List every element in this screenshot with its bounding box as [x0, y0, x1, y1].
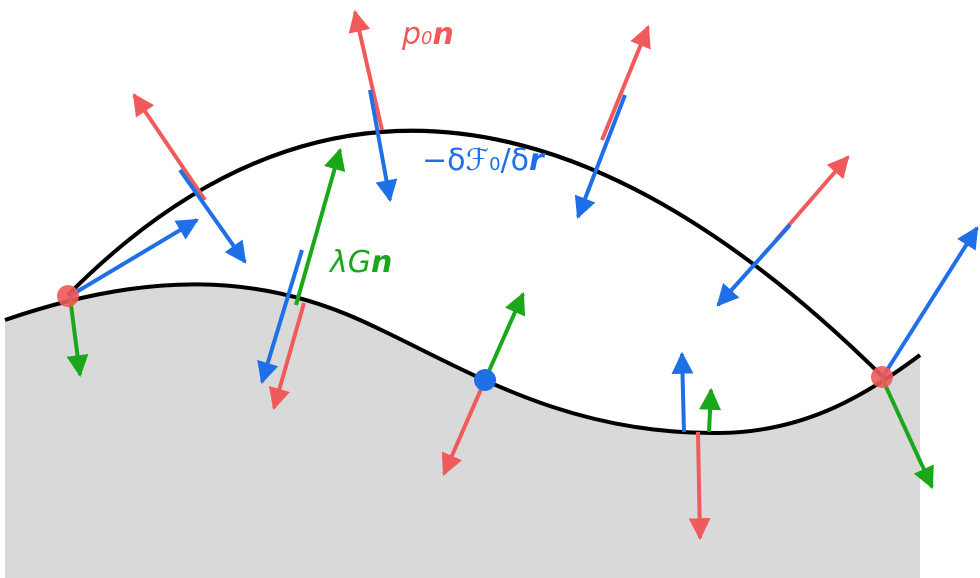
- force-slash: /δ: [501, 143, 529, 178]
- pressure-arrow: [441, 379, 487, 477]
- normal-arrow: [66, 296, 89, 378]
- substrate-point: [474, 369, 496, 391]
- normal-label: λGn: [328, 245, 392, 280]
- force-arrow: [257, 249, 304, 385]
- force-vector: r: [529, 143, 546, 178]
- force-arrow: [574, 94, 627, 220]
- force-arrow: [368, 89, 398, 203]
- normal-vector: n: [371, 245, 392, 280]
- pressure-symbol: p: [401, 17, 421, 52]
- pressure-label: p0n: [401, 17, 454, 52]
- force-arrow: [716, 223, 792, 307]
- pressure-arrows: [132, 9, 850, 541]
- pressure-arrow: [348, 9, 384, 131]
- force-arrow: [178, 168, 247, 264]
- force-label: −δℱ0/δr: [422, 143, 546, 178]
- force-arrow: [671, 351, 694, 433]
- pressure-subscript: 0: [421, 28, 432, 49]
- force-prefix: −δ: [422, 143, 466, 178]
- normal-arrows: [66, 147, 934, 489]
- pressure-vector: n: [433, 17, 454, 52]
- left-contact-point: [57, 285, 79, 307]
- force-arrow: [66, 218, 199, 299]
- right-contact-point: [871, 366, 893, 388]
- normal-arrow: [483, 291, 526, 381]
- pressure-arrow: [600, 24, 651, 141]
- force-subscript: 0: [489, 154, 500, 175]
- normal-arrow: [699, 387, 722, 433]
- force-arrow: [880, 226, 979, 380]
- force-arrows: [66, 89, 979, 433]
- membrane-arc: [66, 128, 884, 378]
- normal-arrow: [294, 147, 346, 306]
- normal-arrow: [880, 377, 934, 489]
- pressure-arrow: [688, 431, 711, 541]
- force-functional: ℱ: [466, 143, 490, 178]
- normal-symbol: λG: [328, 245, 371, 280]
- pressure-arrow: [268, 302, 306, 411]
- pressure-arrow: [132, 93, 207, 202]
